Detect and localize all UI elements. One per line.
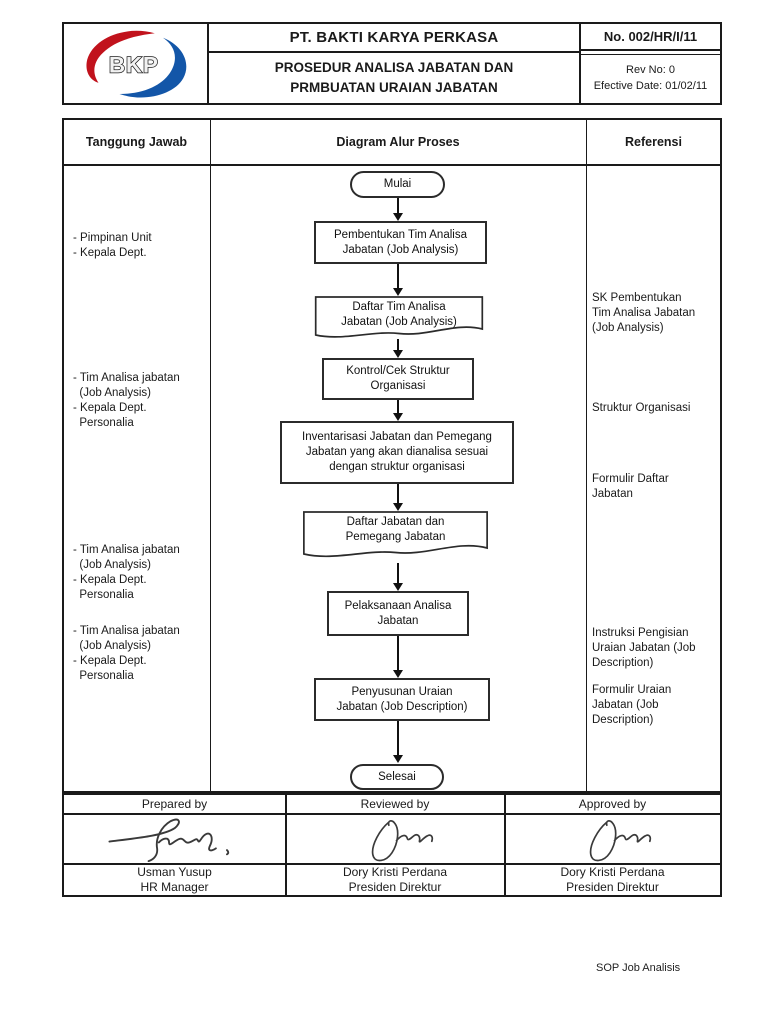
column-divider [585, 120, 588, 791]
reviewed-by-person: Dory Kristi Perdana Presiden Direktur [286, 865, 504, 895]
arrow-head [393, 288, 403, 296]
document-number: No. 002/HR/I/11 [581, 24, 720, 51]
arrow-head [393, 583, 403, 591]
flow-arrow-down [392, 339, 404, 358]
reference-item: SK Pembentukan Tim Analisa Jabatan (Job … [592, 292, 696, 334]
procedure-table: Tanggung Jawab Diagram Alur Proses Refer… [62, 118, 722, 793]
arrow-shaft [397, 484, 399, 505]
reference-item: Formulir Daftar Jabatan [592, 473, 669, 500]
flow-arrow-down [392, 721, 404, 763]
arrow-head [393, 503, 403, 511]
flow-start-terminator: Mulai [350, 171, 445, 198]
arrow-head [393, 755, 403, 763]
process-flowchart: Mulai Pembentukan Tim Analisa Jabatan (J… [211, 165, 585, 793]
column-divider [504, 795, 506, 895]
company-name: PT. BAKTI KARYA PERKASA [209, 24, 579, 53]
arrow-head [393, 213, 403, 221]
prepared-by-person: Usman Yusup HR Manager [64, 865, 285, 895]
arrow-shaft [397, 339, 399, 352]
logo-blue-swoosh [119, 37, 186, 98]
flow-process-step: Kontrol/Cek Struktur Organisasi [322, 358, 474, 400]
person-name: Usman Yusup [137, 865, 212, 879]
person-name: Dory Kristi Perdana [342, 865, 448, 879]
approved-by-label: Approved by [578, 797, 647, 811]
flow-process-step: Inventarisasi Jabatan dan Pemegang Jabat… [280, 421, 514, 484]
flow-process-step: Pembentukan Tim Analisa Jabatan (Job Ana… [314, 221, 487, 264]
flow-arrow-down [392, 484, 404, 511]
arrow-shaft [397, 400, 399, 415]
signature-prepared [64, 814, 285, 863]
column-divider [209, 120, 212, 791]
footer-note: SOP Job Analisis [596, 962, 681, 974]
flow-document-label: Daftar Jabatan dan Pemegang Jabatan [345, 516, 446, 543]
reference-item: Instruksi Pengisian Uraian Jabatan (Job … [592, 627, 696, 669]
arrow-shaft [397, 198, 399, 215]
flow-document-symbol: Daftar Jabatan dan Pemegang Jabatan [302, 511, 489, 563]
reference-item: Struktur Organisasi [592, 402, 691, 414]
signoff-table: Prepared by Reviewed by Approved by Usma… [62, 793, 722, 897]
signature-reviewed [286, 814, 504, 863]
logo-text: BKP [108, 52, 158, 77]
column-header-diagram: Diagram Alur Proses [336, 135, 460, 149]
person-name: Dory Kristi Perdana [560, 865, 665, 879]
reviewed-by-label: Reviewed by [360, 797, 430, 811]
signature-scribble-icon [589, 819, 651, 861]
header-row-divider [64, 164, 720, 166]
person-title: Presiden Direktur [348, 880, 442, 894]
responsibility-item: - Pimpinan Unit - Kepala Dept. [73, 232, 152, 259]
flow-arrow-down [392, 400, 404, 421]
column-divider [285, 795, 287, 895]
effective-date: Efective Date: 01/02/11 [593, 80, 708, 92]
arrow-shaft [397, 264, 399, 290]
revision-info: Rev No: 0 Efective Date: 01/02/11 [581, 54, 720, 103]
document-title: PROSEDUR ANALISA JABATAN DAN PRMBUATAN U… [274, 60, 514, 95]
company-logo: BKP [64, 24, 209, 103]
arrow-shaft [397, 636, 399, 672]
flow-document-symbol: Daftar Tim Analisa Jabatan (Job Analysis… [314, 296, 484, 342]
person-title: HR Manager [140, 880, 209, 894]
arrow-head [393, 413, 403, 421]
responsibility-item: - Tim Analisa jabatan (Job Analysis) - K… [73, 625, 180, 682]
row-divider [64, 863, 720, 865]
person-title: Presiden Direktur [566, 880, 659, 894]
reference-item: Formulir Uraian Jabatan (Job Description… [592, 684, 672, 726]
row-divider [64, 813, 720, 815]
column-header-responsibility: Tanggung Jawab [85, 135, 188, 149]
flow-arrow-down [392, 563, 404, 591]
signature-scribble-icon [371, 819, 434, 861]
flow-arrow-down [392, 636, 404, 678]
revision-number: Rev No: 0 [626, 64, 675, 77]
arrow-shaft [397, 721, 399, 757]
logo-red-swoosh [85, 30, 155, 83]
flow-process-step: Pelaksanaan Analisa Jabatan [327, 591, 469, 636]
column-header-reference: Referensi [625, 135, 682, 149]
header-title-cell: PT. BAKTI KARYA PERKASA PROSEDUR ANALISA… [209, 24, 581, 103]
bkp-logo-icon: BKP [85, 30, 186, 98]
responsibility-item: - Tim Analisa jabatan (Job Analysis) - K… [73, 372, 180, 429]
flow-arrow-down [392, 264, 404, 296]
arrow-head [393, 670, 403, 678]
flow-end-terminator: Selesai [350, 764, 444, 790]
arrow-shaft [397, 563, 399, 585]
document-header: BKP PT. BAKTI KARYA PERKASA PROSEDUR ANA… [62, 22, 722, 105]
signature-approved [505, 814, 720, 863]
approved-by-person: Dory Kristi Perdana Presiden Direktur [505, 865, 720, 895]
document-shape-outline [314, 296, 484, 342]
flow-document-label: Daftar Tim Analisa Jabatan (Job Analysis… [341, 301, 457, 328]
prepared-by-label: Prepared by [141, 797, 208, 811]
signature-scribble-icon [107, 818, 229, 862]
arrow-head [393, 350, 403, 358]
document-shape-outline [302, 511, 489, 563]
flow-process-step: Penyusunan Uraian Jabatan (Job Descripti… [314, 678, 490, 721]
flow-arrow-down [392, 198, 404, 221]
header-number-cell: No. 002/HR/I/11 Rev No: 0 Efective Date:… [581, 24, 720, 103]
responsibility-item: - Tim Analisa jabatan (Job Analysis) - K… [73, 544, 180, 601]
